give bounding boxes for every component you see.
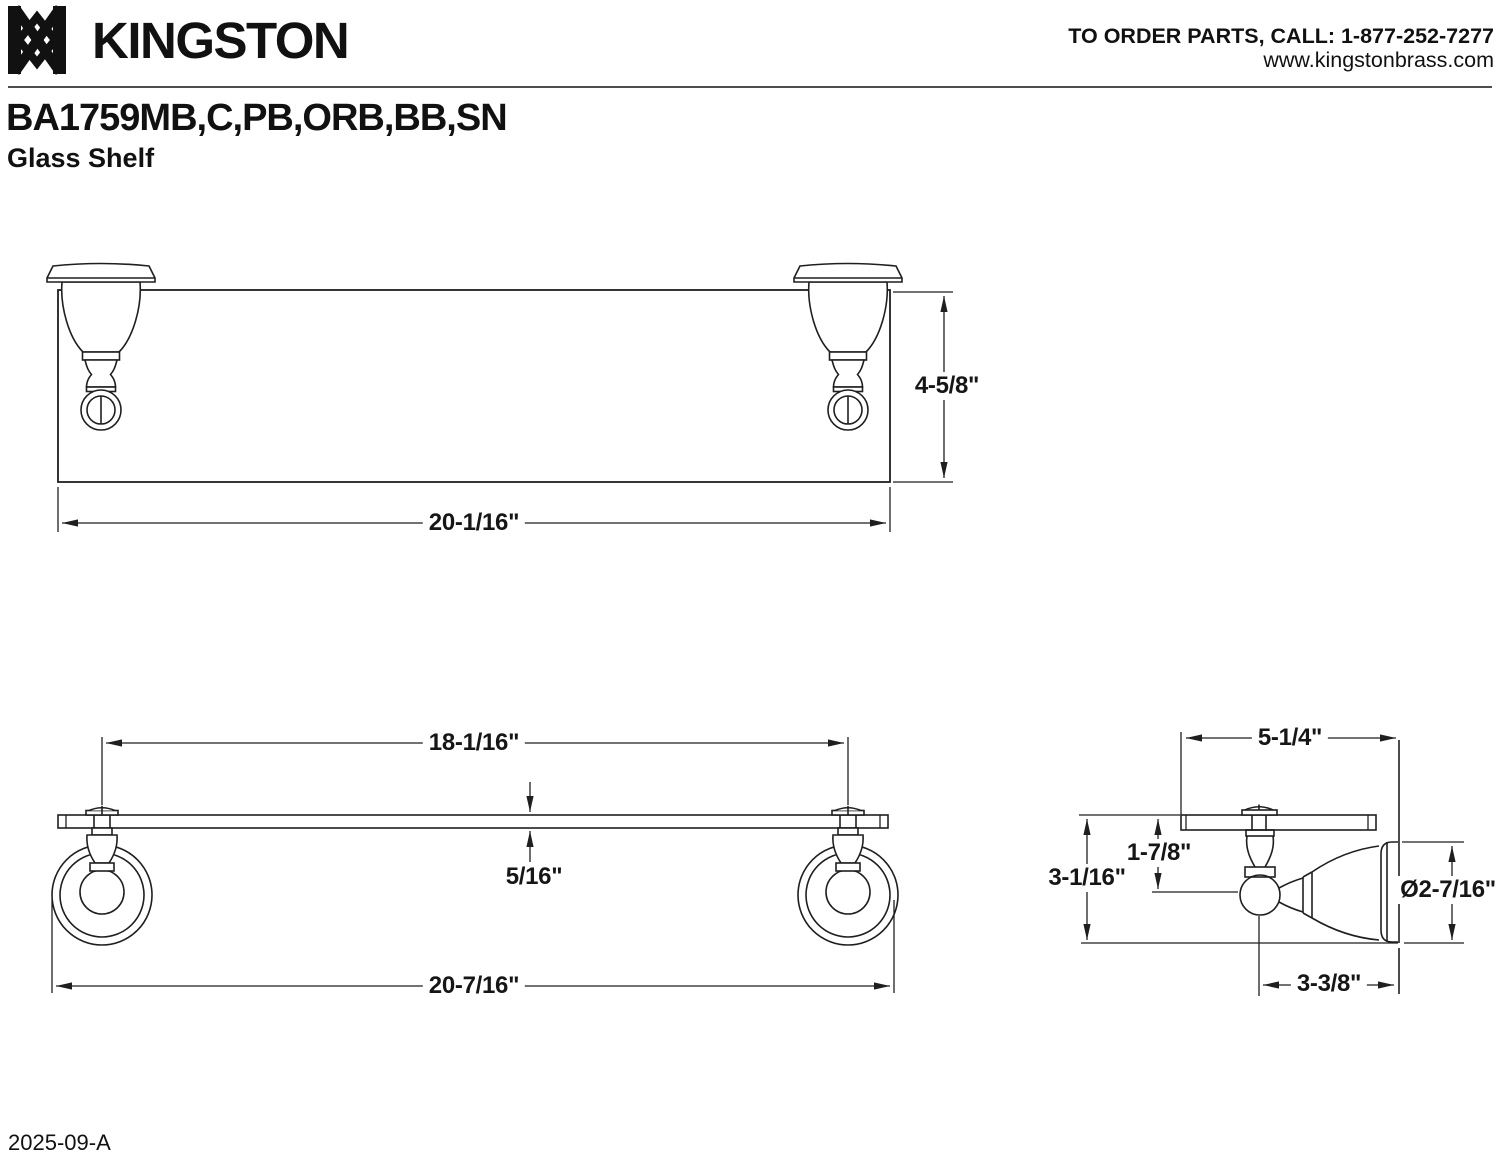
left-bracket-front <box>46 262 156 431</box>
kingston-logo-icon <box>8 5 66 75</box>
header-divider <box>8 86 1492 88</box>
right-bracket-front <box>793 262 903 431</box>
trumpet-bell <box>1311 845 1380 873</box>
dim-label-overall-width: 20-7/16" <box>422 972 526 1000</box>
website-link[interactable]: www.kingstonbrass.com <box>1263 48 1494 72</box>
glass-panel-front <box>57 289 891 483</box>
dim-label-front-height: 4-5/8" <box>908 372 986 400</box>
front-view <box>46 262 953 532</box>
glass-shelf-side <box>1180 814 1377 831</box>
dim-label-wall-projection: 3-3/8" <box>1290 970 1368 998</box>
left-mount <box>51 804 153 946</box>
brand-name: KINGSTON <box>92 12 350 69</box>
dim-label-side-depth: 5-1/4" <box>1251 724 1329 752</box>
elevation-view <box>51 737 899 993</box>
order-parts-phone: TO ORDER PARTS, CALL: 1-877-252-7277 <box>1068 24 1494 48</box>
revision-code: 2025-09-A <box>8 1130 111 1155</box>
dim-label-front-width: 20-1/16" <box>422 509 526 537</box>
dim-label-flange-diameter: Ø2-7/16" <box>1394 876 1500 904</box>
order-info-block: TO ORDER PARTS, CALL: 1-877-252-7277 www… <box>1068 24 1494 72</box>
dim-label-side-height: 3-1/16" <box>1042 864 1132 892</box>
glass-shelf-edge <box>57 814 889 829</box>
product-code: BA1759MB,C,PB,ORB,BB,SN <box>6 97 508 139</box>
side-view <box>1079 732 1464 996</box>
product-name: Glass Shelf <box>7 143 155 173</box>
right-mount <box>797 804 899 946</box>
side-mount <box>1239 740 1400 994</box>
dim-label-mount-spacing: 18-1/16" <box>422 729 526 757</box>
elevation-dimensions <box>51 737 895 993</box>
dim-label-bracket-drop: 1-7/8" <box>1120 839 1198 867</box>
dim-label-glass-thickness: 5/16" <box>499 863 569 891</box>
ball-joint <box>1239 874 1281 916</box>
